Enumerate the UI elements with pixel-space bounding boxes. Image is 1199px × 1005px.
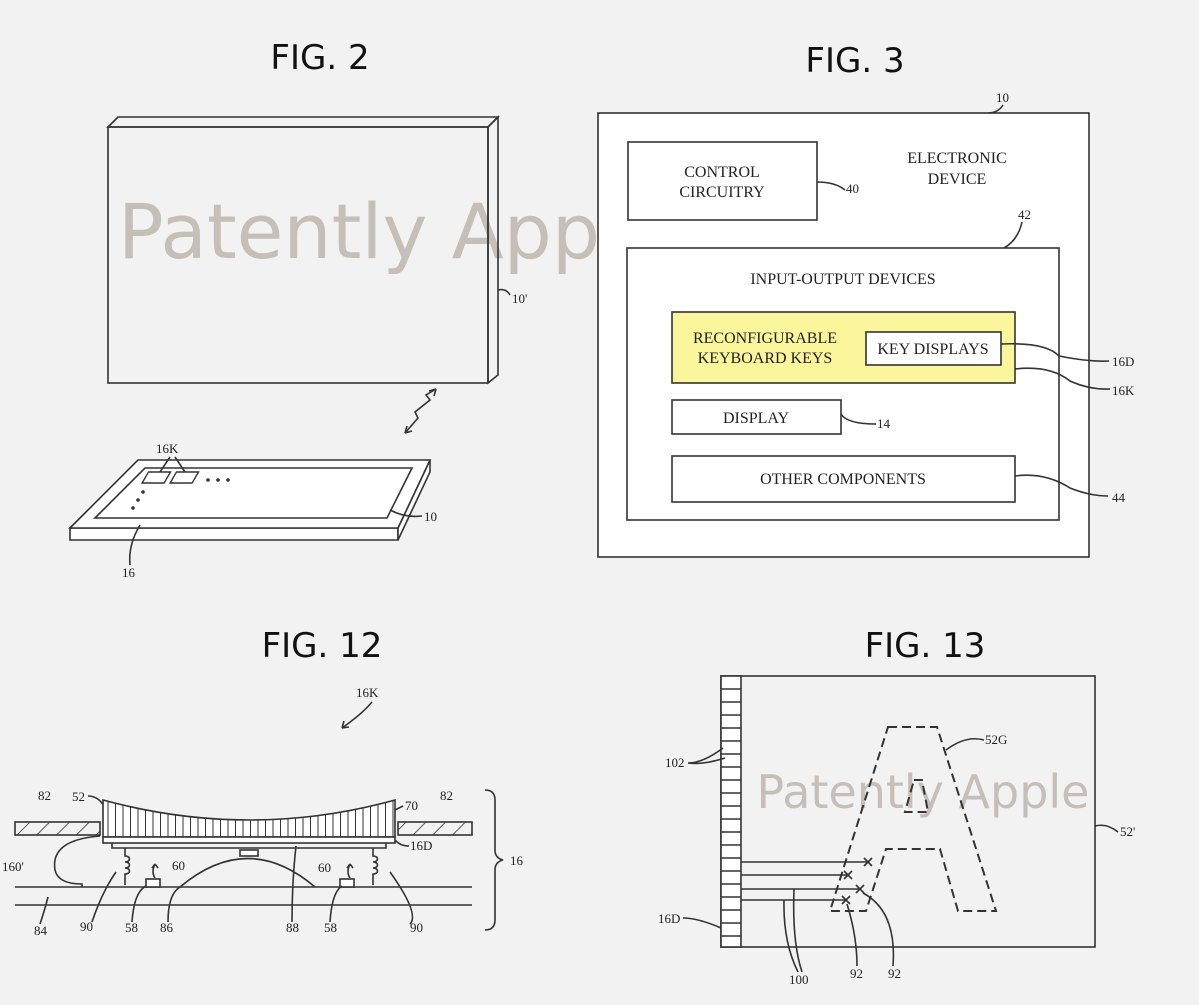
fig-12-title: FIG. 12 (262, 626, 383, 666)
cover-left (15, 822, 100, 835)
ref-58-left: 58 (125, 920, 138, 935)
control-label-1: CONTROL (684, 164, 760, 181)
ref-10: 10 (424, 509, 437, 524)
ref-58-right: 58 (324, 920, 337, 935)
display-layer (103, 837, 395, 843)
keyboard-device (70, 460, 430, 540)
wireless-link-icon (405, 389, 436, 433)
other-label: OTHER COMPONENTS (760, 471, 926, 488)
fig-12: FIG. 12 16K 52 82 82 70 16D 160' 60 60 1… (2, 626, 524, 938)
io-label: INPUT-OUTPUT DEVICES (750, 271, 935, 288)
sensor-right (340, 879, 354, 887)
ref-60-right: 60 (318, 860, 331, 875)
ref-160prime: 160' (2, 859, 24, 874)
ref-42: 42 (1018, 207, 1031, 222)
watermark-top: Patently Apple (118, 187, 668, 276)
ref-100: 100 (789, 972, 809, 987)
watermark-bottom: Patently Apple (757, 765, 1090, 819)
spring-left (125, 848, 130, 885)
control-circuitry-box (628, 142, 817, 220)
brace-16 (485, 790, 503, 930)
cover-right (398, 822, 472, 835)
ref-102: 102 (665, 755, 685, 770)
ref-16k: 16K (156, 441, 179, 456)
fig-2: FIG. 2 10' 16K 10 16 (70, 38, 527, 580)
ref-16k: 16K (1112, 383, 1135, 398)
light-lines (741, 858, 872, 904)
keys-label-1: RECONFIGURABLE (693, 330, 837, 347)
fig-13-title: FIG. 13 (865, 626, 986, 666)
sensor-left (146, 879, 160, 887)
ref-86: 86 (160, 920, 174, 935)
ref-92-b: 92 (888, 966, 901, 981)
device-label-2: DEVICE (928, 171, 987, 188)
ref-10prime: 10' (512, 291, 527, 306)
control-label-2: CIRCUITRY (679, 184, 765, 201)
ref-52g: 52G (985, 732, 1007, 747)
display-strip (721, 676, 741, 947)
fig-2-title: FIG. 2 (270, 38, 369, 78)
spring-right (373, 848, 378, 885)
ref-82-left: 82 (38, 788, 51, 803)
ref-92-a: 92 (850, 966, 863, 981)
ref-16: 16 (122, 565, 136, 580)
ref-60-left: 60 (172, 858, 185, 873)
ref-88: 88 (286, 920, 299, 935)
key-displays-label: KEY DISPLAYS (877, 341, 988, 358)
ref-70: 70 (405, 798, 418, 813)
flex-circuit (55, 836, 100, 887)
ref-10: 10 (996, 90, 1009, 105)
key-cap (103, 800, 395, 837)
fig-3-title: FIG. 3 (805, 41, 904, 81)
ref-16k: 16K (356, 685, 379, 700)
leader-10prime (498, 290, 510, 295)
ref-84: 84 (34, 923, 48, 938)
ref-14: 14 (877, 416, 891, 431)
ref-82-right: 82 (440, 788, 453, 803)
display-label: DISPLAY (723, 410, 790, 427)
glyph-a-outline (830, 727, 996, 911)
keys-label-2: KEYBOARD KEYS (698, 350, 833, 367)
ref-44: 44 (1112, 490, 1126, 505)
ref-52: 52 (72, 789, 85, 804)
ref-16: 16 (510, 853, 524, 868)
fig-3: FIG. 3 10 CONTROL CIRCUITRY 40 ELECTRONI… (598, 41, 1135, 557)
ref-16d: 16D (1112, 354, 1134, 369)
ref-40: 40 (846, 181, 859, 196)
ref-16d: 16D (410, 838, 432, 853)
ref-16d: 16D (658, 911, 680, 926)
ref-90-left: 90 (80, 919, 93, 934)
device-label-1: ELECTRONIC (907, 150, 1007, 167)
ref-52prime: 52' (1120, 824, 1135, 839)
